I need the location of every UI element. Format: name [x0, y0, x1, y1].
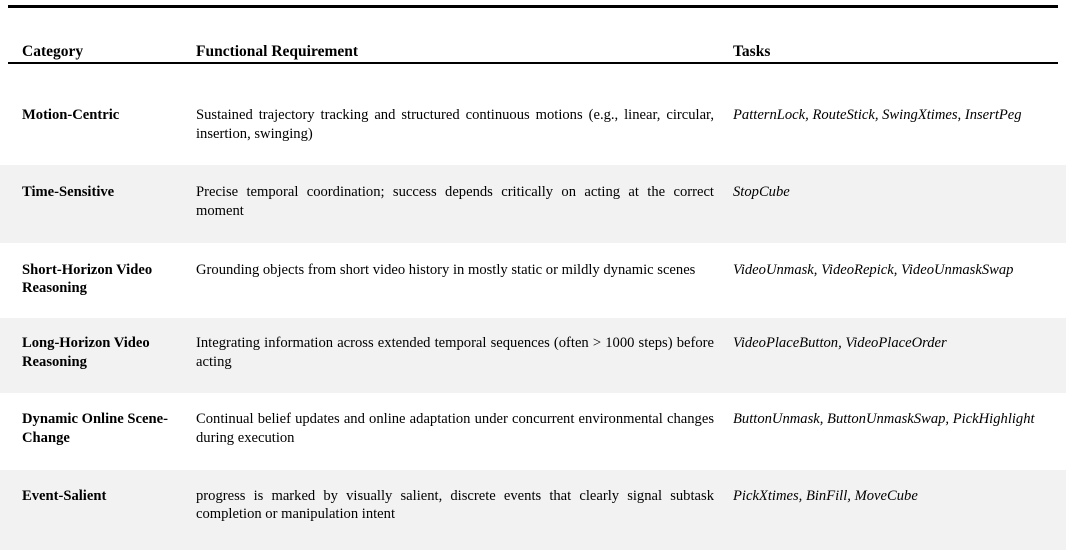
- table-row: Long-Horizon Video Reasoning Integrating…: [0, 318, 1066, 394]
- table-row: Motion-Centric Sustained trajectory trac…: [0, 80, 1066, 165]
- cell-requirement: Integrating information across extended …: [190, 318, 730, 394]
- cell-category: Short-Horizon Video Reasoning: [22, 261, 153, 297]
- table-header: Category Functional Requirement Tasks: [0, 0, 1066, 80]
- table-row: Event-Salient progress is marked by visu…: [0, 469, 1066, 550]
- cell-requirement: Precise temporal coordination; success d…: [190, 165, 730, 243]
- cell-tasks: VideoPlaceButton, VideoPlaceOrder: [730, 318, 1066, 394]
- cell-requirement: Continual belief updates and online adap…: [196, 411, 714, 447]
- cell-requirement: Grounding objects from short video histo…: [196, 261, 696, 278]
- cell-category: Event-Salient: [0, 469, 190, 550]
- cell-category: Motion-Centric: [22, 107, 120, 123]
- cell-tasks: PickXtimes, BinFill, MoveCube: [730, 469, 1066, 550]
- table-row: Short-Horizon Video Reasoning Grounding …: [0, 243, 1066, 318]
- cell-category: Long-Horizon Video Reasoning: [0, 318, 190, 394]
- table-row: Time-Sensitive Precise temporal coordina…: [0, 165, 1066, 243]
- table-header-rule: [8, 62, 1058, 64]
- requirements-table-container: Category Functional Requirement Tasks Mo…: [0, 5, 1066, 550]
- header-row: Category Functional Requirement Tasks: [0, 0, 1066, 80]
- cell-tasks: VideoUnmask, VideoRepick, VideoUnmaskSwa…: [733, 261, 1014, 278]
- cell-tasks: ButtonUnmask, ButtonUnmaskSwap, PickHigh…: [733, 411, 1035, 428]
- column-header-tasks: Tasks: [733, 43, 771, 61]
- cell-tasks: PatternLock, RouteStick, SwingXtimes, In…: [733, 107, 1022, 123]
- table-top-rule: [8, 5, 1058, 8]
- cell-category: Dynamic Online Scene-Change: [22, 411, 168, 447]
- column-header-category: Category: [22, 43, 84, 61]
- cell-category: Time-Sensitive: [0, 165, 190, 243]
- table-row: Dynamic Online Scene-Change Continual be…: [0, 393, 1066, 469]
- cell-tasks: StopCube: [730, 165, 1066, 243]
- cell-requirement: Sustained trajectory tracking and struct…: [196, 107, 714, 142]
- cell-requirement: progress is marked by visually salient, …: [190, 469, 730, 550]
- column-header-functional-requirement: Functional Requirement: [196, 43, 359, 61]
- table-body: Motion-Centric Sustained trajectory trac…: [0, 80, 1066, 550]
